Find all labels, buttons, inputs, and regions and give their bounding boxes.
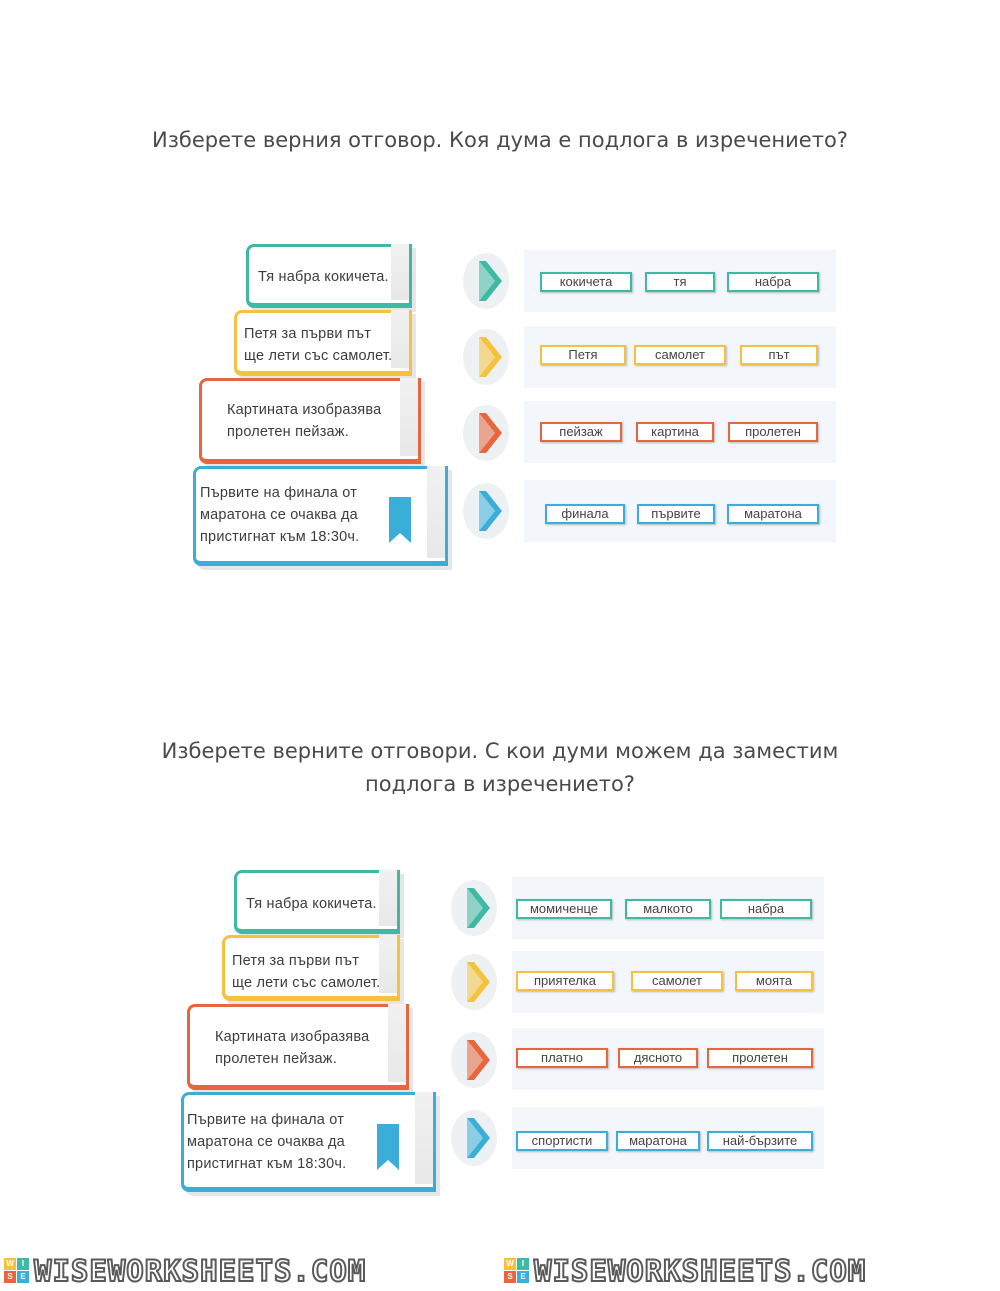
- answer-option[interactable]: набра: [727, 272, 819, 292]
- badge-letter: W: [4, 1258, 16, 1270]
- sentence-text: Първите на финала от маратона се очаква д…: [200, 482, 388, 548]
- answer-option[interactable]: пейзаж: [540, 422, 622, 442]
- chevron-right-icon: [463, 329, 509, 385]
- sentence-text: Тя набра кокичета.: [258, 266, 398, 288]
- answer-option[interactable]: набра: [720, 899, 812, 919]
- answer-option[interactable]: път: [740, 345, 818, 365]
- question-line: Изберете верните отговори. С кои думи мо…: [161, 739, 839, 763]
- sentence-line: Първите на финала от: [200, 485, 358, 501]
- sentence-line: Тя набра кокичета.: [246, 896, 377, 912]
- sentence-book: [234, 870, 400, 934]
- answer-option[interactable]: тя: [645, 272, 715, 292]
- sentence-text: Картината изобразява пролетен пейзаж.: [227, 399, 423, 443]
- badge-letter: I: [517, 1258, 529, 1270]
- chevron-right-icon: [451, 1032, 497, 1088]
- sentence-book: [246, 244, 412, 308]
- sentence-line: пролетен пейзаж.: [227, 424, 349, 440]
- answer-option[interactable]: малкото: [625, 899, 711, 919]
- answer-option[interactable]: маратона: [727, 504, 819, 524]
- chevron-right-icon: [451, 880, 497, 936]
- chevron-right-icon: [463, 483, 509, 539]
- sentence-book: [234, 310, 412, 376]
- sentence-line: Петя за първи път: [232, 953, 360, 969]
- answer-option[interactable]: самолет: [634, 345, 726, 365]
- chevron-right-icon: [463, 405, 509, 461]
- answer-option[interactable]: пролетен: [707, 1048, 813, 1068]
- answer-option[interactable]: картина: [636, 422, 714, 442]
- sentence-line: ще лети със самолет.: [244, 348, 393, 364]
- answer-option[interactable]: моята: [735, 971, 813, 991]
- question-line: Изберете верния отговор. Коя дума е подл…: [152, 128, 848, 152]
- sentence-line: Петя за първи път: [244, 326, 372, 342]
- sentence-line: Картината изобразява: [215, 1029, 370, 1045]
- sentence-line: ще лети със самолет.: [232, 975, 381, 991]
- sentence-line: пристигнат към 18:30ч.: [200, 529, 360, 545]
- sentence-text: Първите на финала от маратона се очаква д…: [187, 1109, 375, 1175]
- logo-text: WISEWORKSHEETS.COM: [533, 1253, 867, 1289]
- answer-option[interactable]: финала: [545, 504, 625, 524]
- answer-option[interactable]: платно: [516, 1048, 608, 1068]
- logo-text: WISEWORKSHEETS.COM: [33, 1253, 367, 1289]
- sentence-text: Петя за първи път ще лети със самолет.: [244, 323, 396, 367]
- sentence-text: Тя набра кокичета.: [246, 893, 386, 915]
- sentence-book: [187, 1004, 409, 1090]
- answer-option[interactable]: кокичета: [540, 272, 632, 292]
- badge-letter: E: [517, 1271, 529, 1283]
- sentence-line: маратона се очаква да: [187, 1134, 345, 1150]
- sentence-line: Първите на финала от: [187, 1112, 345, 1128]
- sentence-book: [222, 935, 400, 1001]
- sentence-book: [181, 1092, 436, 1192]
- answer-option[interactable]: самолет: [631, 971, 723, 991]
- answer-option[interactable]: маратона: [616, 1131, 700, 1151]
- sentence-line: Тя набра кокичета.: [258, 269, 389, 285]
- answer-option[interactable]: момиченце: [516, 899, 612, 919]
- question-line: подлога в изречението?: [365, 772, 635, 796]
- bookmark-icon: [389, 497, 411, 543]
- sentence-line: Картината изобразява: [227, 402, 382, 418]
- sentence-line: пролетен пейзаж.: [215, 1051, 337, 1067]
- answer-option[interactable]: най-бързите: [707, 1131, 813, 1151]
- answer-option[interactable]: приятелка: [516, 971, 614, 991]
- sentence-line: пристигнат към 18:30ч.: [187, 1156, 347, 1172]
- chevron-right-icon: [451, 1110, 497, 1166]
- sentence-text: Картината изобразява пролетен пейзаж.: [215, 1026, 411, 1070]
- answer-option[interactable]: дясното: [618, 1048, 698, 1068]
- question-title: Изберете верните отговори. С кои думи мо…: [0, 735, 1000, 801]
- badge-letter: S: [504, 1271, 516, 1283]
- chevron-right-icon: [451, 954, 497, 1010]
- chevron-right-icon: [463, 253, 509, 309]
- badge-letter: W: [504, 1258, 516, 1270]
- answer-option[interactable]: пролетен: [728, 422, 818, 442]
- badge-letter: E: [17, 1271, 29, 1283]
- sentence-book: [199, 378, 421, 464]
- badge-letter: I: [17, 1258, 29, 1270]
- sentence-text: Петя за първи път ще лети със самолет.: [232, 950, 384, 994]
- bookmark-icon: [377, 1124, 399, 1170]
- answer-option[interactable]: спортисти: [516, 1131, 608, 1151]
- answer-option[interactable]: Петя: [540, 345, 626, 365]
- question-title: Изберете верния отговор. Коя дума е подл…: [0, 124, 1000, 157]
- badge-letter: S: [4, 1271, 16, 1283]
- sentence-line: маратона се очаква да: [200, 507, 358, 523]
- answer-option[interactable]: първите: [637, 504, 715, 524]
